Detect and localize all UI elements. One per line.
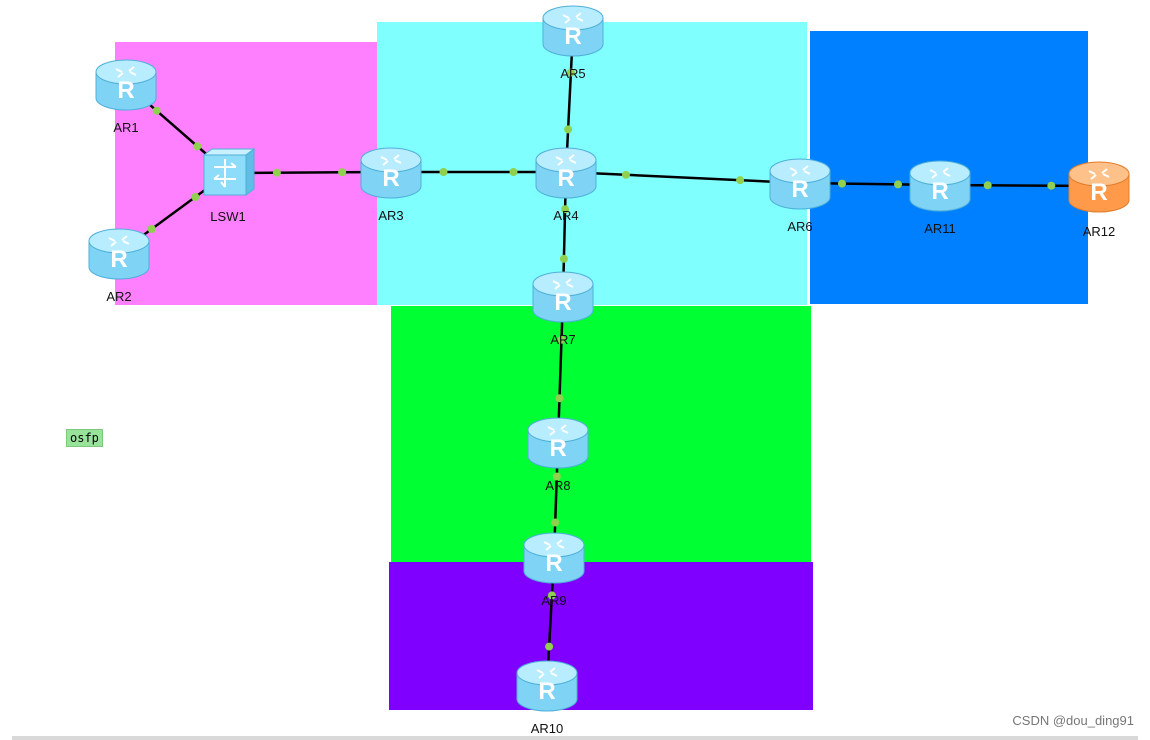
ar11-router-icon[interactable]: R — [909, 160, 971, 212]
svg-text:R: R — [545, 550, 562, 577]
ar1-label: AR1 — [113, 120, 138, 135]
port-indicator — [566, 68, 575, 77]
ar9-router-icon[interactable]: R — [523, 532, 585, 584]
link-ar4-ar6[interactable] — [565, 170, 801, 185]
port-indicator — [557, 335, 566, 344]
port-indicator — [193, 142, 202, 151]
ar6-label: AR6 — [787, 219, 812, 234]
port-indicator — [559, 254, 568, 263]
port-indicator — [338, 168, 347, 177]
ar11-label: AR11 — [924, 221, 956, 236]
lsw1-switch-icon[interactable] — [202, 148, 256, 196]
osfp-text-label[interactable]: osfp — [66, 429, 103, 447]
ar10-label: AR10 — [531, 721, 564, 736]
svg-text:R: R — [110, 246, 127, 273]
port-indicator — [272, 168, 281, 177]
port-indicator — [736, 176, 745, 185]
ar10-router-icon[interactable]: R — [516, 660, 578, 712]
area-purple[interactable] — [389, 562, 813, 710]
svg-text:R: R — [538, 678, 555, 705]
svg-text:R: R — [791, 176, 808, 203]
port-indicator — [191, 193, 200, 201]
svg-text:R: R — [557, 165, 574, 192]
svg-text:R: R — [564, 23, 581, 50]
svg-text:R: R — [1090, 179, 1107, 206]
port-indicator — [547, 591, 556, 600]
port-indicator — [147, 225, 156, 233]
ar4-router-icon[interactable]: R — [535, 147, 597, 199]
port-indicator — [545, 642, 554, 651]
ar3-label: AR3 — [378, 208, 403, 223]
ar6-router-icon[interactable]: R — [769, 158, 831, 210]
ar5-label: AR5 — [560, 66, 585, 81]
ar2-router-icon[interactable]: R — [88, 228, 150, 280]
svg-text:R: R — [931, 178, 948, 205]
port-indicator — [621, 170, 630, 179]
port-indicator — [838, 179, 846, 188]
port-indicator — [552, 472, 561, 481]
ar2-label: AR2 — [106, 289, 131, 304]
port-indicator — [1047, 181, 1056, 190]
port-indicator — [564, 125, 573, 134]
ar1-router-icon[interactable]: R — [95, 59, 157, 111]
ar8-router-icon[interactable]: R — [527, 417, 589, 469]
ar9-label: AR9 — [541, 593, 566, 608]
horizontal-scrollbar[interactable] — [12, 736, 1138, 740]
port-indicator — [983, 181, 992, 190]
ar12-label: AR12 — [1083, 224, 1116, 239]
port-indicator — [551, 518, 560, 527]
lsw1-label: LSW1 — [210, 209, 245, 224]
svg-text:R: R — [117, 77, 134, 104]
ar3-router-icon[interactable]: R — [360, 147, 422, 199]
ar7-label: AR7 — [550, 332, 575, 347]
svg-text:R: R — [549, 435, 566, 462]
ar7-router-icon[interactable]: R — [532, 271, 594, 323]
ar8-label: AR8 — [545, 478, 570, 493]
port-indicator — [894, 180, 902, 189]
svg-text:R: R — [382, 165, 399, 192]
ar4-label: AR4 — [553, 208, 578, 223]
port-indicator — [509, 168, 518, 176]
port-indicator — [152, 106, 161, 115]
ar12-router-icon[interactable]: R — [1068, 161, 1130, 213]
port-indicator — [561, 205, 570, 214]
area-green[interactable] — [391, 306, 811, 562]
port-indicator — [439, 168, 448, 176]
ar5-router-icon[interactable]: R — [542, 5, 604, 57]
port-indicator — [555, 394, 564, 403]
svg-text:R: R — [554, 289, 571, 316]
watermark: CSDN @dou_ding91 — [1012, 713, 1134, 728]
